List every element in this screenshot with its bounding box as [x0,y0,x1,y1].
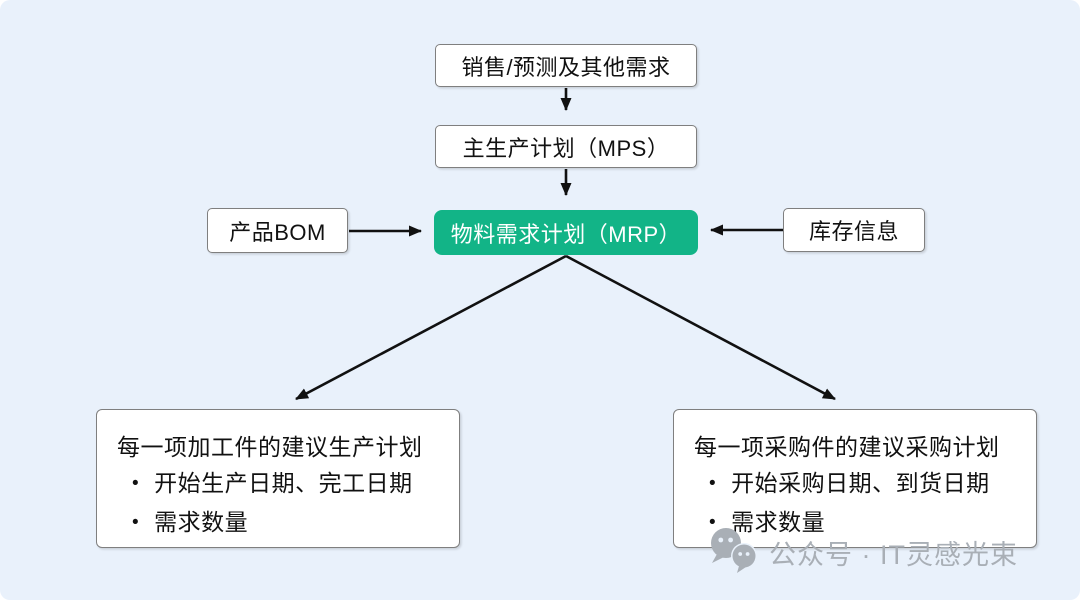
watermark: 公众号 · IT灵感光束 [706,527,1018,577]
node-inventory-info: 库存信息 [783,208,925,252]
node-bom-label: 产品BOM [229,219,326,245]
node-mps-label: 主生产计划（MPS） [462,135,670,161]
node-sales-label: 销售/预测及其他需求 [461,54,671,80]
purchase-plan-title: 每一项采购件的建议采购计划 [694,434,1000,460]
production-plan-bullet: 开始生产日期、完工日期 [132,465,449,504]
wechat-icon [711,528,757,573]
production-plan-bullet-list: 开始生产日期、完工日期 需求数量 [117,465,449,543]
node-product-bom: 产品BOM [207,208,348,253]
node-material-requirements-planning: 物料需求计划（MRP） [434,210,698,255]
purchase-plan-bullet-list: 开始采购日期、到货日期 需求数量 [694,465,1026,543]
arrow-mrp-to-purchase [565,254,836,401]
production-plan-title: 每一项加工件的建议生产计划 [117,434,423,460]
node-master-production-schedule: 主生产计划（MPS） [435,125,697,168]
purchase-plan-bullet: 开始采购日期、到货日期 [709,465,1026,504]
node-inventory-label: 库存信息 [808,219,899,244]
arrow-mrp-to-production [295,254,567,401]
node-suggested-production-plan: 每一项加工件的建议生产计划 开始生产日期、完工日期 需求数量 [96,409,460,548]
node-mrp-label: 物料需求计划（MRP） [450,221,682,247]
purchase-plan-bullet: 需求数量 [709,504,1026,543]
node-sales-forecast-demand: 销售/预测及其他需求 [435,44,697,87]
node-suggested-purchase-plan: 每一项采购件的建议采购计划 开始采购日期、到货日期 需求数量 [673,409,1037,548]
watermark-text: 公众号 · IT灵感光束 [769,539,1018,570]
production-plan-bullet: 需求数量 [132,504,449,543]
